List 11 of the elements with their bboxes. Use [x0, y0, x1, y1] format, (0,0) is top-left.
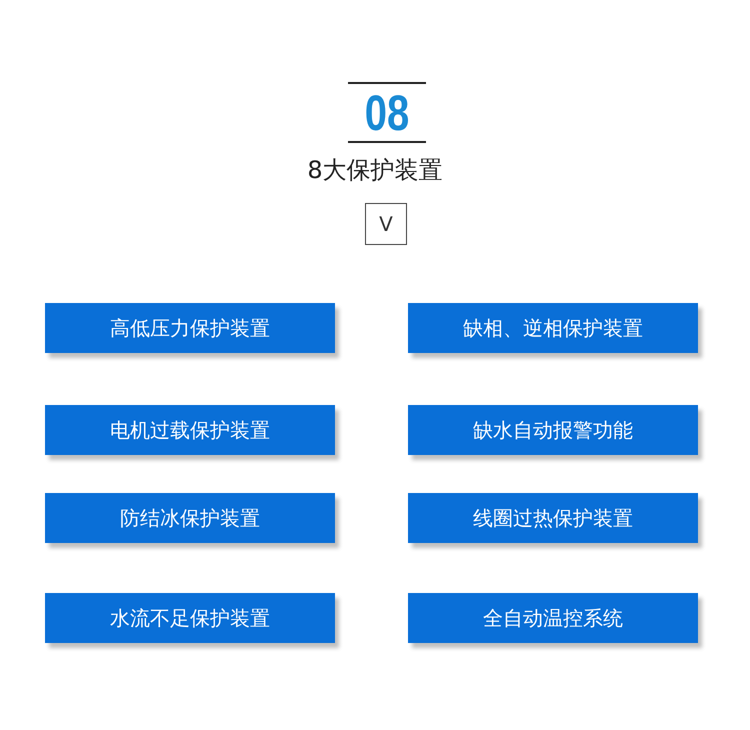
section-number: 08 — [364, 86, 410, 140]
label-bar: 防结冰保护装置 — [45, 493, 335, 543]
label-bar: 高低压力保护装置 — [45, 303, 335, 353]
label-bar: 水流不足保护装置 — [45, 593, 335, 643]
title: 8大保护装置 — [306, 155, 444, 186]
label-bar: 电机过载保护装置 — [45, 405, 335, 455]
label-bar: 全自动温控系统 — [408, 593, 698, 643]
label-bar: 缺水自动报警功能 — [408, 405, 698, 455]
chevron-box: V — [365, 203, 407, 245]
label-bar: 缺相、逆相保护装置 — [408, 303, 698, 353]
label-bar: 线圈过热保护装置 — [408, 493, 698, 543]
